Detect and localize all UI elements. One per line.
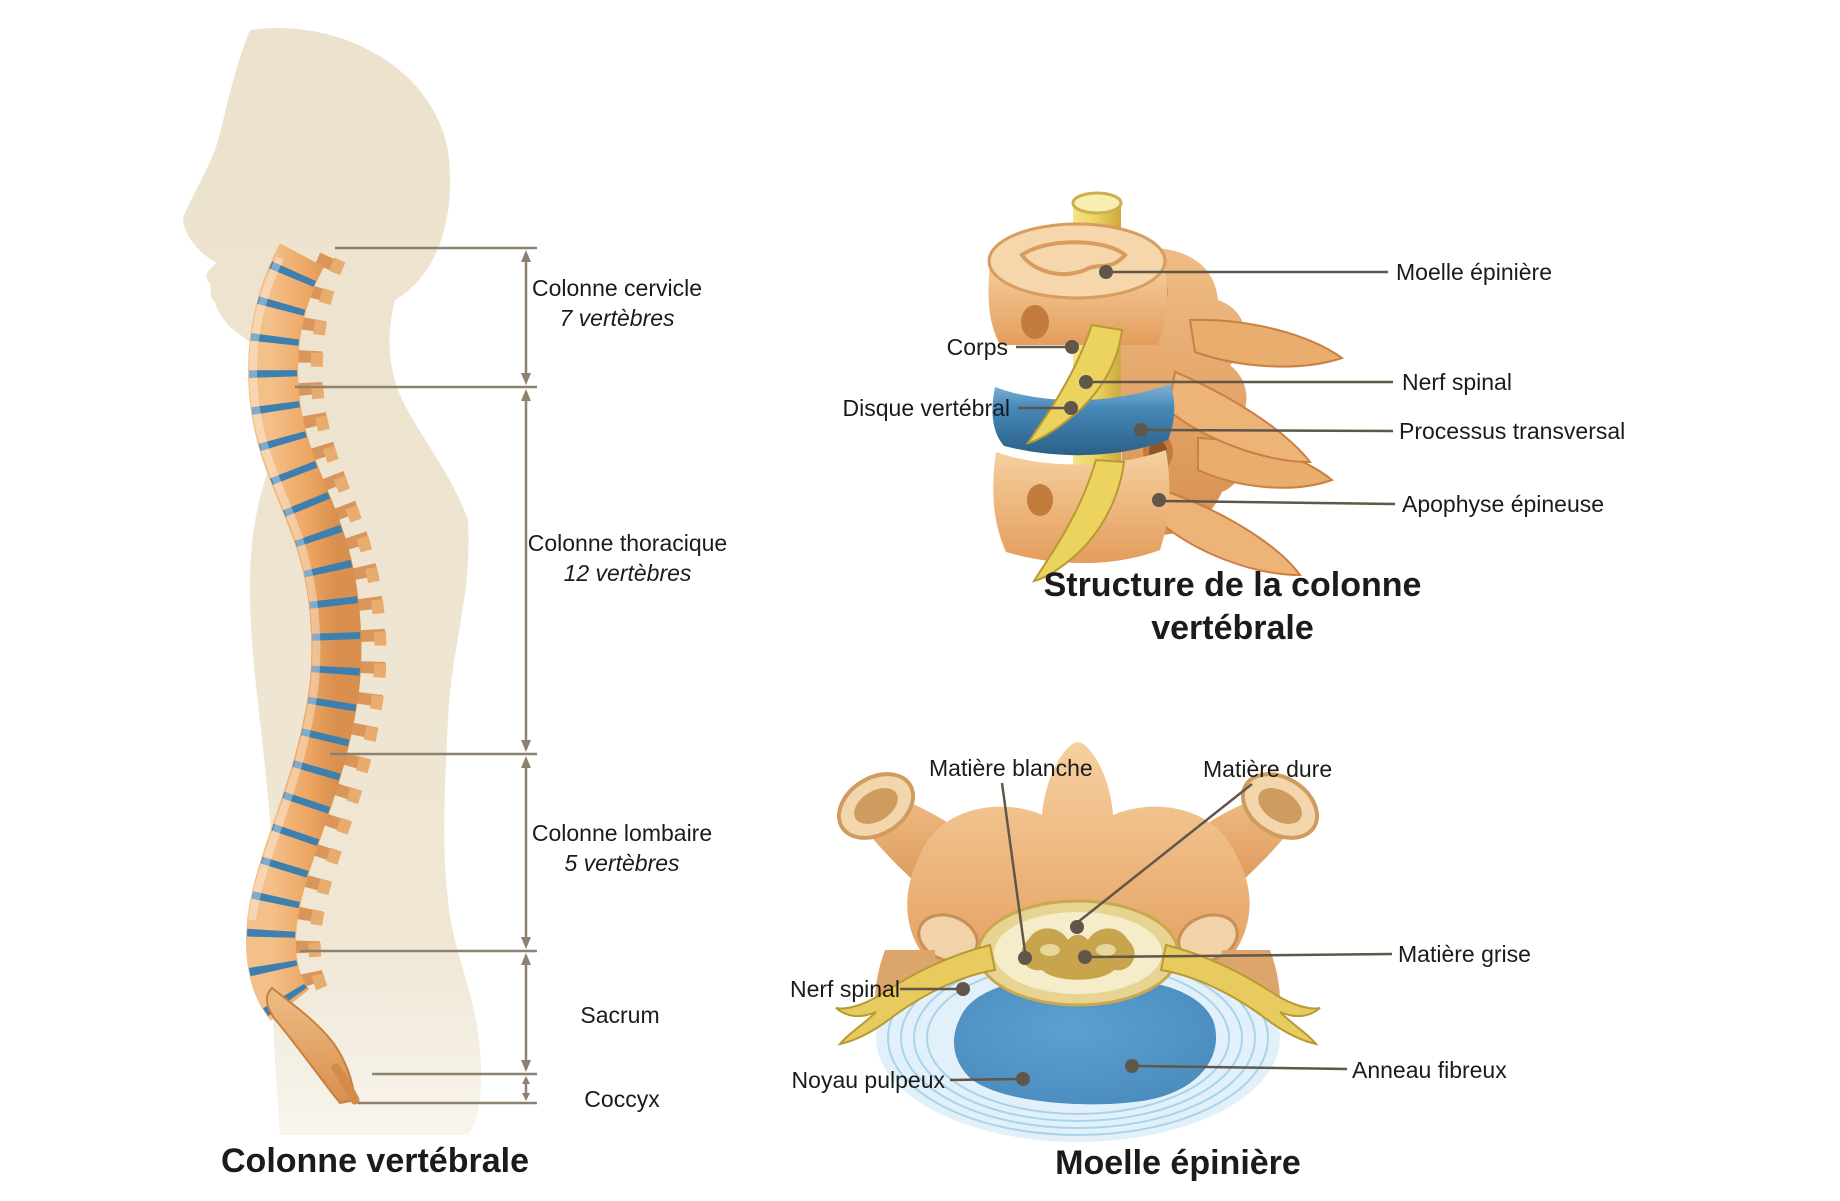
callout-lines (900, 270, 1396, 1082)
label-corps: Corps (946, 334, 1008, 360)
section-label-thoracic: Colonne thoracique 12 vertèbres (505, 528, 750, 588)
section-label-coccyx: Coccyx (542, 1084, 702, 1114)
figure3-title: Moelle épinière (1055, 1144, 1301, 1182)
section-name: Colonne thoracique (527, 530, 728, 556)
label-apophyse-epineuse: Apophyse épineuse (1402, 491, 1605, 517)
measure-arrowheads (521, 250, 531, 1101)
section-name: Colonne lombaire (531, 820, 713, 846)
label-noyau-pulpeux: Noyau pulpeux (791, 1067, 945, 1093)
section-count: 7 vertèbres (559, 305, 675, 331)
spine-illustration (183, 27, 537, 1135)
sacrum-shape (266, 986, 357, 1105)
section-name: Coccyx (584, 1086, 660, 1112)
vertebra-structure-illustration (987, 191, 1345, 583)
label-matiere-dure: Matière dure (1203, 756, 1333, 782)
section-label-sacrum: Sacrum (540, 1000, 700, 1030)
callout-dots (956, 265, 1166, 1086)
figure2-title: Structure de la colonne vertébrale (1030, 564, 1435, 650)
section-count: 12 vertèbres (563, 560, 692, 586)
label-processus-transversal: Processus transversal (1399, 418, 1626, 444)
label-moelle-epiniere: Moelle épinière (1396, 259, 1552, 285)
figure1-title: Colonne vertébrale (221, 1142, 529, 1180)
label-matiere-grise: Matière grise (1398, 941, 1531, 967)
label-matiere-blanche: Matière blanche (929, 755, 1093, 781)
figure2-title-line1: Structure de la colonne (1043, 566, 1422, 604)
section-name: Sacrum (580, 1002, 660, 1028)
section-count: 5 vertèbres (564, 850, 680, 876)
label-disque-vertebral: Disque vertébral (842, 395, 1010, 421)
section-name: Colonne cervicle (531, 275, 703, 301)
section-label-cervical: Colonne cervicle 7 vertèbres (512, 273, 722, 333)
spinal-cord-cross-section-illustration (835, 742, 1321, 1142)
section-label-lumbar: Colonne lombaire 5 vertèbres (512, 818, 732, 878)
figure2-title-line2: vertébrale (1151, 609, 1314, 647)
label-nerf-spinal-2: Nerf spinal (790, 976, 900, 1002)
label-anneau-fibreux: Anneau fibreux (1352, 1057, 1507, 1083)
label-nerf-spinal: Nerf spinal (1402, 369, 1512, 395)
